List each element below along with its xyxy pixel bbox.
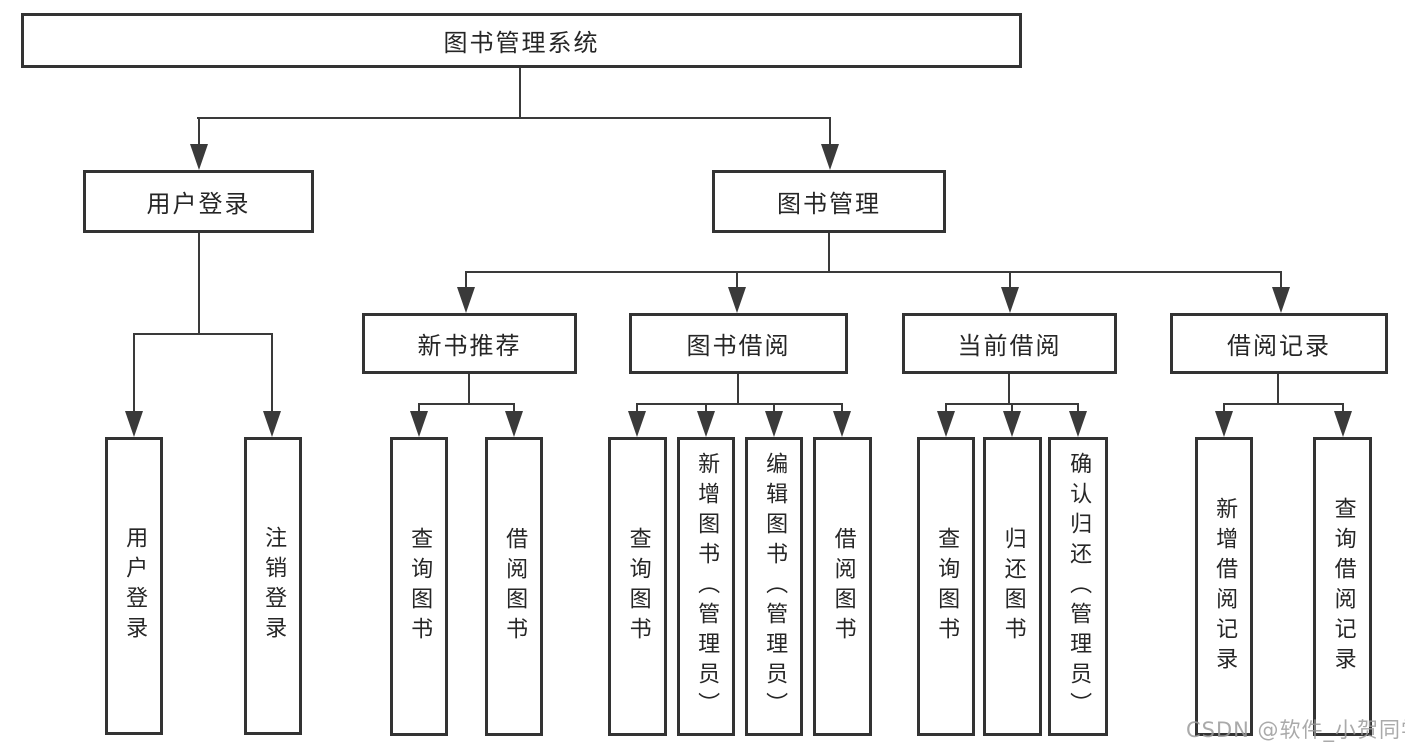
leaf-logout-label: 注销登录 xyxy=(261,526,287,646)
arrow-down-icon xyxy=(821,144,839,170)
node-root-label: 图书管理系统 xyxy=(443,29,600,57)
arrow-shaft xyxy=(1077,403,1079,415)
leaf-add-borrow-record-label: 新增借阅记录 xyxy=(1212,496,1238,677)
leaf-edit-book-admin: 编辑图书（管理员） xyxy=(745,437,803,736)
csdn-watermark: CSDN @软件_小贺同学 xyxy=(1186,718,1405,742)
arrow-down-icon xyxy=(1003,411,1021,437)
node-new-book-recommend: 新书推荐 xyxy=(362,313,577,374)
arrow-down-icon xyxy=(505,411,523,437)
arrow-shaft xyxy=(636,403,638,415)
arrow-shaft xyxy=(841,403,843,415)
leaf-user-login: 用户登录 xyxy=(105,437,163,735)
arrow-down-icon xyxy=(1334,411,1352,437)
leaf-edit-book-admin-label: 编辑图书（管理员） xyxy=(762,451,788,722)
node-current-borrow-label: 当前借阅 xyxy=(957,332,1062,360)
leaf-borrow-books-recommend-label: 借阅图书 xyxy=(502,526,528,647)
node-borrow-records: 借阅记录 xyxy=(1170,313,1388,374)
arrow-shaft xyxy=(198,117,200,147)
leaf-query-books-recommend-label: 查询图书 xyxy=(407,526,433,647)
node-book-management-label: 图书管理 xyxy=(777,190,881,218)
leaf-return-book-label: 归还图书 xyxy=(1000,526,1026,647)
arrow-shaft xyxy=(465,271,467,289)
arrow-shaft xyxy=(418,403,420,415)
arrow-shaft xyxy=(736,271,738,289)
arrow-down-icon xyxy=(728,287,746,313)
leaf-logout: 注销登录 xyxy=(244,437,302,735)
arrow-shaft xyxy=(945,403,947,415)
arrow-shaft xyxy=(513,403,515,415)
leaf-query-borrow-record-label: 查询借阅记录 xyxy=(1330,496,1356,677)
leaf-borrow-books-label: 借阅图书 xyxy=(830,526,856,647)
arrow-down-icon xyxy=(190,144,208,170)
arrow-down-icon xyxy=(1215,411,1233,437)
node-root: 图书管理系统 xyxy=(21,13,1022,68)
arrow-down-icon xyxy=(833,411,851,437)
leaf-query-books-borrow-label: 查询图书 xyxy=(625,526,651,647)
arrow-down-icon xyxy=(765,411,783,437)
arrow-down-icon xyxy=(410,411,428,437)
leaf-query-books-recommend: 查询图书 xyxy=(390,437,448,736)
arrow-shaft xyxy=(133,333,135,413)
arrow-shaft xyxy=(829,117,831,147)
leaf-borrow-books: 借阅图书 xyxy=(813,437,872,736)
arrow-shaft xyxy=(1342,403,1344,415)
arrow-shaft xyxy=(773,403,775,415)
leaf-add-borrow-record: 新增借阅记录 xyxy=(1195,437,1253,736)
leaf-confirm-return-admin-label: 确认归还（管理员） xyxy=(1066,451,1092,722)
leaf-add-book-admin: 新增图书（管理员） xyxy=(677,437,735,736)
new-book-recommend-vline xyxy=(468,374,470,405)
arrow-shaft xyxy=(1223,403,1225,415)
leaf-user-login-label: 用户登录 xyxy=(122,526,148,646)
node-borrow-records-label: 借阅记录 xyxy=(1227,332,1331,360)
arrow-down-icon xyxy=(697,411,715,437)
new-book-recommend-hline xyxy=(418,403,515,405)
node-book-management: 图书管理 xyxy=(712,170,946,233)
leaf-confirm-return-admin: 确认归还（管理员） xyxy=(1048,437,1108,736)
leaf-query-books-borrow: 查询图书 xyxy=(608,437,667,736)
arrow-down-icon xyxy=(125,411,143,437)
arrow-shaft xyxy=(271,333,273,413)
level3-hline xyxy=(465,271,1282,273)
arrow-down-icon xyxy=(457,287,475,313)
arrow-down-icon xyxy=(1272,287,1290,313)
arrow-down-icon xyxy=(937,411,955,437)
arrow-shaft xyxy=(1280,271,1282,289)
current-borrow-vline xyxy=(1008,374,1010,405)
book-borrow-vline xyxy=(737,374,739,405)
leaf-query-books-current-label: 查询图书 xyxy=(934,526,960,647)
borrow-records-vline xyxy=(1277,374,1279,405)
borrow-records-hline xyxy=(1223,403,1344,405)
leaf-query-borrow-record: 查询借阅记录 xyxy=(1313,437,1372,736)
node-user-login-label: 用户登录 xyxy=(146,190,251,218)
arrow-down-icon xyxy=(1069,411,1087,437)
user-login-hline xyxy=(133,333,273,335)
leaf-query-books-current: 查询图书 xyxy=(917,437,975,736)
arrow-shaft xyxy=(1011,403,1013,415)
node-user-login: 用户登录 xyxy=(83,170,314,233)
leaf-return-book: 归还图书 xyxy=(983,437,1042,736)
node-new-book-recommend-label: 新书推荐 xyxy=(417,332,522,360)
node-book-borrow-label: 图书借阅 xyxy=(686,332,791,360)
book-borrow-hline xyxy=(636,403,843,405)
leaf-add-book-admin-label: 新增图书（管理员） xyxy=(694,451,720,722)
arrow-down-icon xyxy=(263,411,281,437)
node-current-borrow: 当前借阅 xyxy=(902,313,1117,374)
arrow-shaft xyxy=(705,403,707,415)
leaf-borrow-books-recommend: 借阅图书 xyxy=(485,437,543,736)
user-login-vline xyxy=(198,233,200,335)
root-vline xyxy=(519,68,521,118)
node-book-borrow: 图书借阅 xyxy=(629,313,848,374)
book-management-vline xyxy=(828,233,830,273)
arrow-down-icon xyxy=(628,411,646,437)
arrow-shaft xyxy=(1009,271,1011,289)
level2-hline xyxy=(197,117,831,119)
arrow-down-icon xyxy=(1001,287,1019,313)
